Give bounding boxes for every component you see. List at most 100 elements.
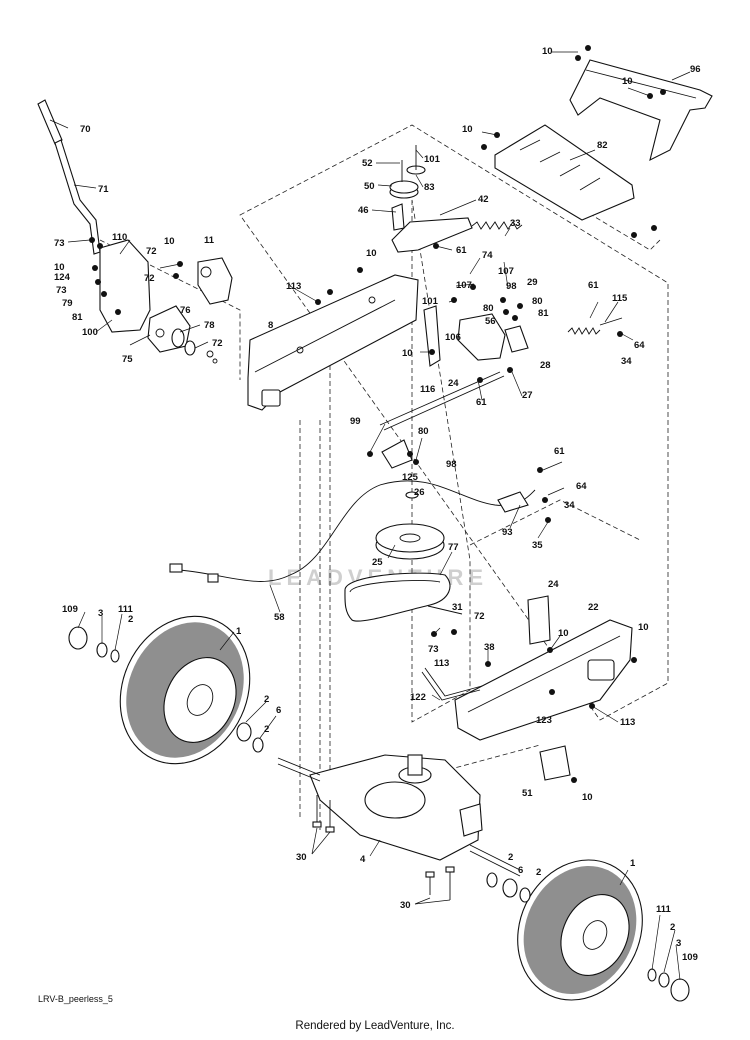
part-label: 83 — [424, 182, 435, 193]
part-label: 25 — [372, 557, 383, 568]
part-label: 10 — [542, 46, 553, 57]
diagram-code: LRV-B_peerless_5 — [38, 994, 113, 1004]
part-label: 99 — [350, 416, 361, 427]
part-label: 93 — [502, 527, 513, 538]
part-label: 35 — [532, 540, 543, 551]
part-label: 3 — [676, 938, 681, 949]
part-label: 109 — [62, 604, 78, 615]
part-label: 107 — [456, 280, 472, 291]
part-label: 98 — [506, 281, 517, 292]
part-label: 10 — [622, 76, 633, 87]
belt-77 — [344, 572, 451, 622]
bolts-30 — [312, 795, 455, 900]
part-label: 101 — [424, 154, 441, 165]
part-label: 61 — [554, 446, 565, 457]
part-label: 50 — [364, 181, 375, 192]
right-rear-wheel — [486, 859, 690, 1002]
part-label: 61 — [588, 280, 599, 291]
part-label: 1 — [630, 858, 636, 869]
part-label: 42 — [478, 194, 489, 205]
part-label: 29 — [527, 277, 538, 288]
part-label: 72 — [474, 611, 485, 622]
drive-pulley-25 — [375, 491, 445, 560]
part-label: 10 — [54, 262, 65, 273]
part-label: 8 — [268, 320, 273, 331]
part-label: 124 — [54, 272, 71, 283]
part-label: 113 — [286, 281, 301, 292]
idler-pulley-assembly — [389, 145, 473, 253]
part-label: 2 — [264, 694, 269, 705]
part-label: 100 — [82, 327, 98, 338]
part-label: 26 — [414, 487, 425, 498]
part-label: 56 — [485, 316, 496, 327]
part-label: 82 — [597, 140, 608, 151]
part-label: 2 — [670, 922, 675, 933]
part-label: 31 — [452, 602, 463, 613]
part-label: 30 — [296, 852, 307, 863]
part-label: 111 — [656, 904, 672, 915]
part-label: 52 — [362, 158, 373, 169]
part-label: 107 — [498, 266, 514, 277]
part-label: 34 — [621, 356, 632, 367]
part-label: 80 — [483, 303, 494, 314]
shift-lever-assembly — [37, 99, 233, 364]
part-label: 96 — [690, 64, 701, 75]
part-label: 27 — [522, 390, 533, 401]
part-label: 2 — [536, 867, 541, 878]
part-label: 28 — [540, 360, 551, 371]
part-label: 125 — [402, 472, 419, 483]
part-label: 10 — [164, 236, 175, 247]
part-label: 80 — [532, 296, 543, 307]
part-label: 6 — [518, 865, 523, 876]
part-label: 110 — [112, 232, 127, 243]
transaxle-4 — [277, 754, 521, 877]
part-label: 3 — [98, 608, 103, 619]
part-label: 71 — [98, 184, 109, 195]
part-label: 75 — [122, 354, 133, 365]
part-label: 64 — [576, 481, 587, 492]
part-label: 6 — [276, 705, 281, 716]
credit-line: Rendered by LeadVenture, Inc. — [295, 1020, 455, 1032]
part-label: 113 — [620, 717, 635, 728]
left-rear-wheel — [68, 615, 264, 765]
part-label: 116 — [420, 384, 435, 395]
part-label: 2 — [128, 614, 133, 625]
part-label: 10 — [558, 628, 569, 639]
part-label: 46 — [358, 205, 369, 216]
brake-linkage — [379, 305, 623, 469]
part-label: 58 — [274, 612, 285, 623]
part-label: 81 — [72, 312, 83, 323]
rod-122 — [421, 605, 483, 701]
part-label: 10 — [462, 124, 473, 135]
part-label: 73 — [56, 285, 67, 296]
part-label: 77 — [448, 542, 459, 553]
part-label: 11 — [204, 235, 215, 246]
part-label: 70 — [80, 124, 91, 135]
frame-bracket-22 — [454, 595, 633, 781]
part-label: 24 — [448, 378, 459, 389]
cable-58 — [169, 480, 536, 583]
hardware-fasteners — [89, 45, 666, 783]
part-label: 78 — [204, 320, 215, 331]
part-label: 24 — [548, 579, 559, 590]
part-label: 10 — [582, 792, 593, 803]
part-label: 80 — [418, 426, 429, 437]
part-label: 33 — [510, 218, 521, 229]
part-label: 2 — [508, 852, 513, 863]
bumper-96 — [569, 59, 713, 162]
part-label: 72 — [146, 246, 157, 257]
part-label: 30 — [400, 900, 411, 911]
part-label: 115 — [612, 293, 628, 304]
part-labels: 10 96 10 10 82 70 101 52 83 50 42 71 46 … — [54, 46, 701, 963]
part-label: 2 — [264, 724, 269, 735]
part-label: 72 — [144, 273, 155, 284]
part-label: 111 — [118, 604, 134, 615]
part-label: 76 — [180, 305, 191, 316]
part-label: 34 — [564, 500, 575, 511]
part-label: 38 — [484, 642, 495, 653]
part-label: 74 — [482, 250, 493, 261]
part-label: 73 — [428, 644, 439, 655]
part-label: 122 — [410, 692, 426, 703]
spring-33 — [471, 221, 523, 230]
